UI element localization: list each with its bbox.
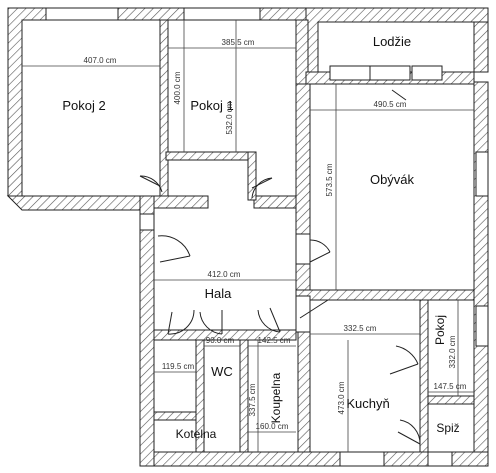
dimension-label: 142.5 cm: [258, 336, 291, 345]
room-label-pokoj2: Pokoj 2: [62, 98, 105, 113]
dimension-label: 400.0 cm: [173, 71, 182, 104]
dimension-label: 337.5 cm: [248, 383, 257, 416]
dimension-label: 532.0 cm: [225, 101, 234, 134]
dimension-label: 160.0 cm: [256, 422, 289, 431]
dimension-label: 332.5 cm: [344, 324, 377, 333]
dimension-label: 473.0 cm: [337, 381, 346, 414]
room-label-pokoj-small: Pokoj: [433, 315, 447, 345]
room-label-lodzie: Lodžie: [373, 34, 411, 49]
dimension-lines: [22, 20, 474, 452]
room-label-pokoj1: Pokoj 1: [190, 98, 233, 113]
dimension-label: 490.5 cm: [374, 100, 407, 109]
dimension-label: 119.5 cm: [162, 362, 195, 371]
dimension-label: 147.5 cm: [434, 382, 467, 391]
dimension-label: 90.0 cm: [206, 336, 235, 345]
room-label-kuchyn: Kuchyň: [346, 396, 389, 411]
dimension-label: 412.0 cm: [208, 270, 241, 279]
doors: [139, 89, 421, 445]
room-label-koupelna: Koupelna: [269, 372, 283, 423]
dimension-label: 407.0 cm: [84, 56, 117, 65]
dimension-label: 332.0 cm: [448, 335, 457, 368]
room-label-hala: Hala: [205, 286, 233, 301]
room-label-wc: WC: [211, 364, 233, 379]
room-label-spiz: Spiž: [436, 421, 459, 435]
windows: [45, 7, 489, 467]
dimension-label: 385.5 cm: [222, 38, 255, 47]
room-label-kotelna: Kotelna: [176, 427, 217, 441]
dimension-label: 573.5 cm: [325, 163, 334, 196]
room-label-obyvak: Obývák: [370, 172, 415, 187]
